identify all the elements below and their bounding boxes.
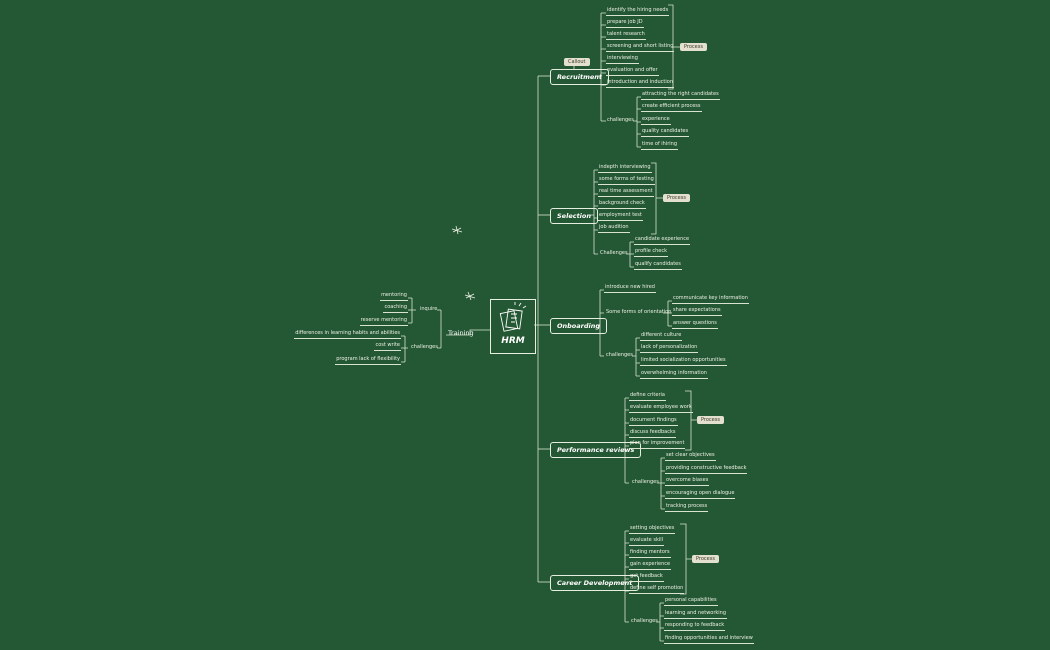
- list-item: introduce new hired: [604, 284, 656, 293]
- list-item: qualify candidates: [634, 261, 682, 270]
- center-node-hrm[interactable]: HRM: [490, 299, 536, 354]
- document-stack-icon: [499, 302, 527, 332]
- list-item: limited socialization opportunities: [640, 357, 727, 366]
- list-item: screening and short listing: [606, 43, 675, 52]
- list-item: interviewing: [606, 55, 639, 64]
- list-item: encouraging open dialogue: [665, 490, 736, 499]
- branch-performance[interactable]: Performance reviews: [550, 442, 642, 458]
- list-item: setting objectives: [629, 525, 676, 534]
- list-item: different culture: [640, 332, 683, 341]
- list-item: plan for improvement: [629, 440, 686, 449]
- challenges-label: challenges: [606, 352, 633, 358]
- list-item: learning and networking: [664, 610, 728, 619]
- list-item: communicate key information: [672, 295, 749, 304]
- challenges-label: Challenges: [600, 250, 628, 256]
- list-item: get feedback: [629, 573, 664, 582]
- list-item: real time assessment: [598, 188, 654, 197]
- list-item: finding opportunities and interview: [664, 635, 754, 644]
- list-item: lack of personalization: [640, 344, 699, 353]
- list-item: create efficient process: [641, 103, 702, 112]
- callout-tag[interactable]: Callout: [564, 58, 590, 66]
- list-item: prepare job JD: [606, 19, 644, 28]
- list-item: background check: [598, 200, 646, 209]
- list-item: coaching: [383, 304, 408, 313]
- list-item: set clear objectives: [665, 452, 716, 461]
- list-item: overcome biases: [665, 477, 710, 486]
- list-item: attracting the right candidates: [641, 91, 720, 100]
- list-item: differences in learning habits and abili…: [294, 330, 401, 339]
- process-tag[interactable]: Process: [697, 416, 724, 424]
- list-item: introduction and induction: [606, 79, 675, 88]
- orientation-label: Some forms of orientation: [606, 309, 672, 315]
- list-item: experience: [641, 116, 671, 125]
- list-item: reserve mentoring: [359, 317, 408, 326]
- list-item: providing constructive feedback: [665, 465, 748, 474]
- list-item: document findings: [629, 417, 678, 426]
- list-item: define criteria: [629, 392, 666, 401]
- list-item: time of ihiring: [641, 141, 679, 150]
- center-title: HRM: [501, 336, 525, 346]
- branch-selection[interactable]: Selection: [550, 208, 599, 224]
- list-item: identify the hiring needs: [606, 7, 670, 16]
- list-item: some forms of testing: [598, 176, 655, 185]
- list-item: gain experience: [629, 561, 672, 570]
- branch-onboarding[interactable]: Onboarding: [550, 318, 608, 334]
- challenges-label: challenges: [607, 117, 634, 123]
- list-item: quality candidates: [641, 128, 690, 137]
- branch-recruitment[interactable]: Recruitment: [550, 69, 610, 85]
- list-item: responding to feedback: [664, 622, 726, 631]
- list-item: tracking process: [665, 503, 709, 512]
- list-item: employment test: [598, 212, 643, 221]
- list-item: talent research: [606, 31, 646, 40]
- challenges-label: challenges: [411, 344, 438, 350]
- challenges-label: challenges: [632, 479, 659, 485]
- list-item: program lack of flexibility: [335, 356, 401, 365]
- list-item: evaluate skill: [629, 537, 665, 546]
- branch-career[interactable]: Career Development: [550, 575, 640, 591]
- list-item: candidate experience: [634, 236, 691, 245]
- list-item: overwhelming information: [640, 370, 708, 379]
- process-tag[interactable]: Process: [663, 194, 690, 202]
- list-item: define self promotion: [629, 585, 685, 594]
- list-item: answer questions: [672, 320, 718, 329]
- list-item: profile check: [634, 248, 669, 257]
- inquire-label: inquire: [420, 306, 438, 312]
- list-item: share expectations: [672, 307, 722, 316]
- list-item: indepth interviewing: [598, 164, 652, 173]
- challenges-label: challenges: [631, 618, 658, 624]
- list-item: evaluation and offer: [606, 67, 659, 76]
- list-item: mentoring: [380, 292, 408, 301]
- sparkle-icon: [451, 225, 476, 301]
- list-item: evaluate employee work: [629, 404, 693, 413]
- list-item: cost write: [374, 342, 401, 351]
- branch-training[interactable]: Training: [448, 329, 474, 337]
- list-item: job audition: [598, 224, 630, 233]
- process-tag[interactable]: Process: [692, 555, 719, 563]
- list-item: personal capabilities: [664, 597, 718, 606]
- list-item: finding mentors: [629, 549, 671, 558]
- list-item: discuss feedbacks: [629, 429, 677, 438]
- process-tag[interactable]: Process: [680, 43, 707, 51]
